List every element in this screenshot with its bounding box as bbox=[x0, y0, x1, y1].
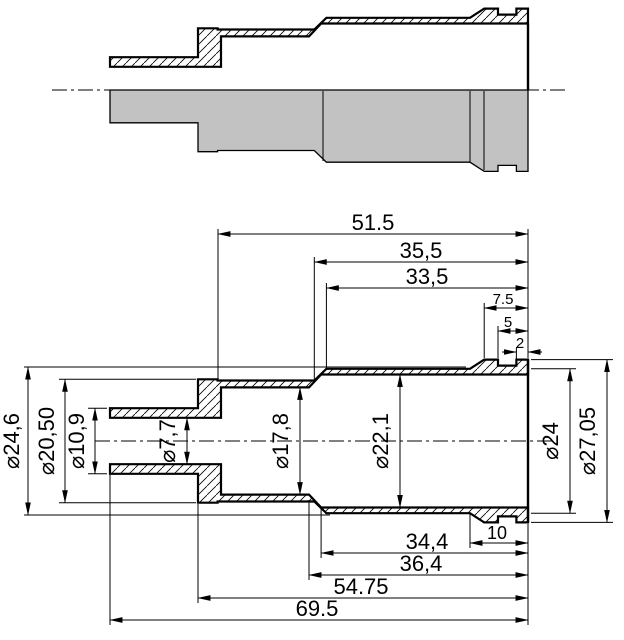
dim-label-36-4: 36,4 bbox=[400, 551, 443, 576]
dim-label-2: 2 bbox=[516, 335, 524, 352]
section-lower-wall bbox=[108, 463, 530, 524]
dimension-annotations: 51.5 35,5 33,5 7.5 5 2 10 34,4 36,4 54.7… bbox=[0, 210, 613, 625]
dim-label-35-5: 35,5 bbox=[400, 238, 443, 263]
dim-label-dia-17-8: ⌀17,8 bbox=[268, 413, 293, 469]
dim-label-5: 5 bbox=[504, 314, 512, 331]
section-upper-wall bbox=[108, 358, 530, 419]
dim-label-34-4: 34,4 bbox=[406, 529, 449, 554]
dim-label-69-5: 69.5 bbox=[296, 596, 339, 621]
dim-label-dia-24-6: ⌀24,6 bbox=[0, 413, 24, 469]
top-view bbox=[52, 7, 568, 173]
dim-label-33-5: 33,5 bbox=[406, 264, 449, 289]
dim-label-dia-27-05: ⌀27,05 bbox=[575, 407, 600, 475]
dim-label-54-75: 54.75 bbox=[333, 574, 388, 599]
top-view-section-wall bbox=[108, 7, 530, 68]
dim-label-dia-7-7: ⌀7,7 bbox=[155, 419, 180, 463]
dim-label-dia-24: ⌀24 bbox=[538, 422, 563, 460]
dim-label-7-5: 7.5 bbox=[493, 291, 514, 308]
dim-label-10: 10 bbox=[487, 523, 507, 543]
dim-label-dia-22-1: ⌀22,1 bbox=[368, 413, 393, 469]
top-view-shaded-body bbox=[109, 89, 529, 173]
section-view bbox=[95, 358, 552, 524]
dim-label-dia-10-9: ⌀10,9 bbox=[64, 413, 89, 469]
dim-label-dia-20-50: ⌀20,50 bbox=[34, 407, 59, 475]
dim-label-51-5: 51.5 bbox=[352, 210, 395, 235]
